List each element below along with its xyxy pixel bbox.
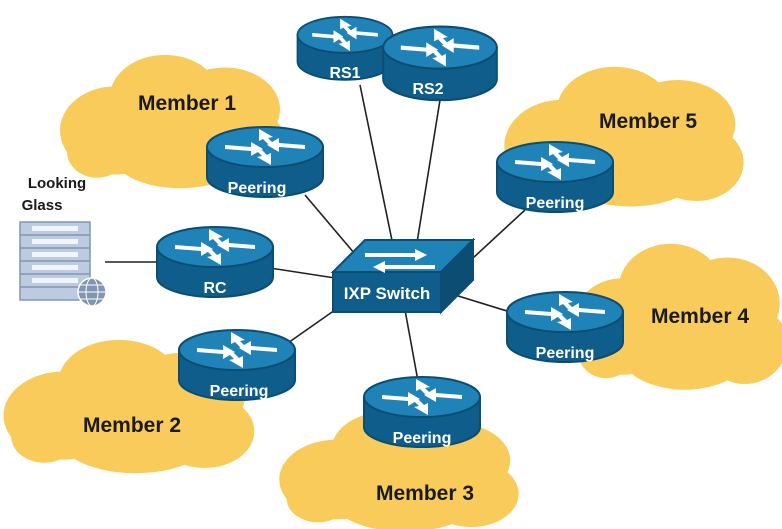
member-3-label: Member 3 xyxy=(376,482,474,505)
member-2-label: Member 2 xyxy=(83,414,181,437)
router-peering-m2: Peering xyxy=(178,329,296,401)
router-rc-label: RC xyxy=(203,280,227,297)
link-rs2-switch xyxy=(414,99,441,256)
router-peering-m3-label: Peering xyxy=(393,430,452,447)
router-peering-m1-label: Peering xyxy=(228,180,287,197)
member-5-label: Member 5 xyxy=(599,110,697,133)
router-rs1-label: RS1 xyxy=(329,65,360,82)
link-rc-switch xyxy=(269,267,336,279)
member-1-label: Member 1 xyxy=(138,92,236,115)
switch-label: IXP Switch xyxy=(344,284,431,303)
router-peering-m5-label: Peering xyxy=(526,195,585,212)
looking-glass-server xyxy=(19,221,107,307)
looking-glass-label-line2: Glass xyxy=(22,197,63,214)
link-rs1-switch xyxy=(359,84,396,256)
router-peering-m4-label: Peering xyxy=(536,345,595,362)
router-rc: RC xyxy=(156,226,274,298)
router-peering-m4: Peering xyxy=(506,291,624,363)
router-rs1: RS1 xyxy=(296,15,394,82)
globe-icon xyxy=(77,277,107,307)
link-peering-m1-switch xyxy=(304,194,361,261)
router-peering-m1: Peering xyxy=(206,126,324,198)
switch-icon xyxy=(330,237,476,315)
looking-glass-label-line1: Looking xyxy=(28,175,86,192)
link-peering-m2-switch xyxy=(284,309,336,346)
router-rs2: RS2 xyxy=(382,25,498,102)
router-peering-m3: Peering xyxy=(363,376,481,448)
ixp-switch: IXP Switch xyxy=(330,237,476,315)
member-4-label: Member 4 xyxy=(651,305,749,328)
router-rs2-label: RS2 xyxy=(412,81,443,98)
router-peering-m2-label: Peering xyxy=(210,383,269,400)
server-icon xyxy=(19,221,107,307)
router-peering-m5: Peering xyxy=(496,141,614,213)
